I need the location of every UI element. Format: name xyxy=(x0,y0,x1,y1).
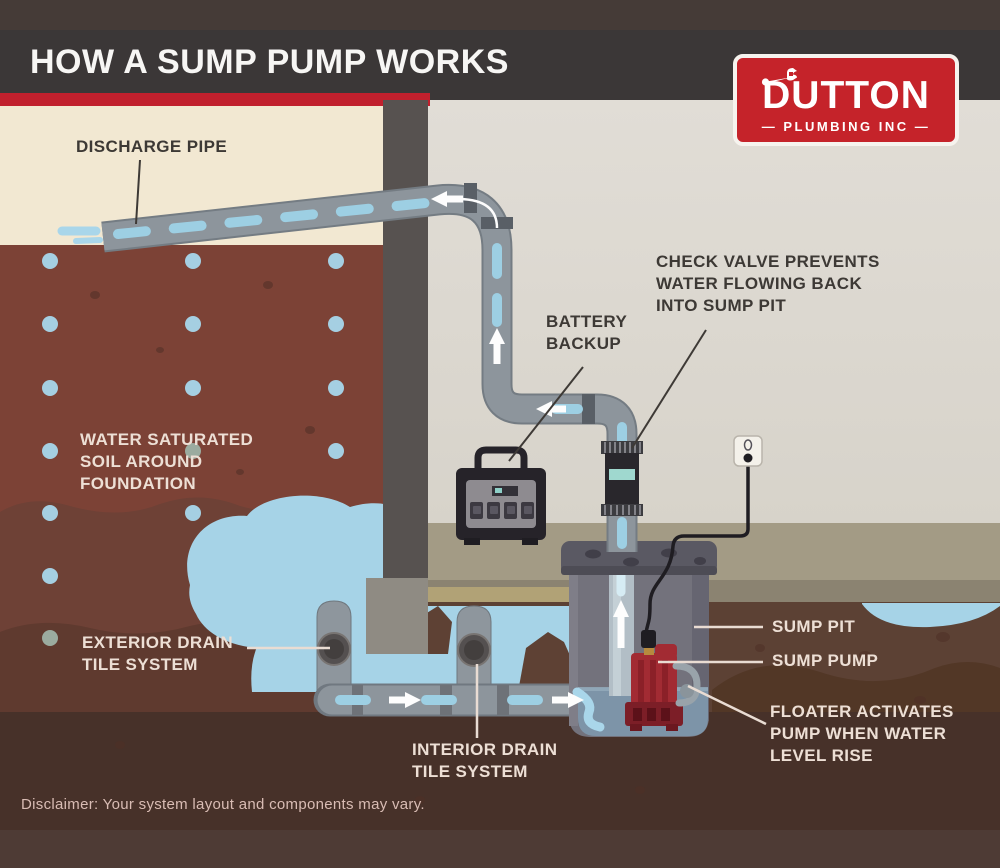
battery-backup xyxy=(456,446,546,545)
soil-specks xyxy=(90,281,950,804)
wrench-icon xyxy=(761,68,797,86)
label-interior-drain: INTERIOR DRAIN TILE SYSTEM xyxy=(412,740,558,781)
exterior-drain-stub xyxy=(316,600,352,693)
flow-arrow-right-drain-1 xyxy=(389,692,421,708)
power-outlet xyxy=(733,435,763,467)
page-title: HOW A SUMP PUMP WORKS xyxy=(30,43,509,81)
disclaimer-text: Disclaimer: Your system layout and compo… xyxy=(21,796,425,813)
flow-arrow-right-drain-2 xyxy=(552,692,584,708)
logo-brand: DUTTON xyxy=(762,74,930,117)
flow-arrow-up-riser xyxy=(489,328,505,364)
water-dots xyxy=(42,253,344,646)
red-accent-stripe xyxy=(0,93,430,106)
label-sump-pit: SUMP PIT xyxy=(772,617,856,636)
sump-pit-lid xyxy=(561,541,717,575)
label-water-saturated-soil: WATER SATURATED SOIL AROUND FOUNDATION xyxy=(80,430,254,493)
foundation-footing xyxy=(366,578,428,654)
check-valve xyxy=(601,441,643,516)
label-check-valve: CHECK VALVE PREVENTS WATER FLOWING BACK … xyxy=(656,252,880,315)
groundwater-patch-right xyxy=(862,603,1000,628)
label-battery-backup: BATTERY BACKUP xyxy=(546,312,627,353)
power-cord xyxy=(644,462,750,635)
flow-curve-elbow xyxy=(459,197,499,229)
foundation-wall xyxy=(383,100,428,582)
label-floater: FLOATER ACTIVATES PUMP WHEN WATER LEVEL … xyxy=(770,702,954,765)
leader-lines xyxy=(135,159,767,738)
label-sump-pump: SUMP PUMP xyxy=(772,651,879,670)
logo-subtitle: — PLUMBING INC — xyxy=(761,119,931,134)
flow-arrow-up-pit-pipe xyxy=(613,600,629,648)
label-exterior-drain: EXTERIOR DRAIN TILE SYSTEM xyxy=(82,633,234,674)
label-discharge-pipe: DISCHARGE PIPE xyxy=(76,137,228,156)
internal-discharge-pipe xyxy=(609,556,634,696)
soil-dark-band xyxy=(0,712,1000,868)
company-logo: DUTTON — PLUMBING INC — xyxy=(733,54,959,146)
discharge-splash xyxy=(57,226,103,244)
sump-pump xyxy=(625,630,683,731)
flow-arrow-left-discharge xyxy=(431,191,463,207)
drain-pipe xyxy=(313,683,589,717)
interior-drain-stub xyxy=(456,605,492,693)
